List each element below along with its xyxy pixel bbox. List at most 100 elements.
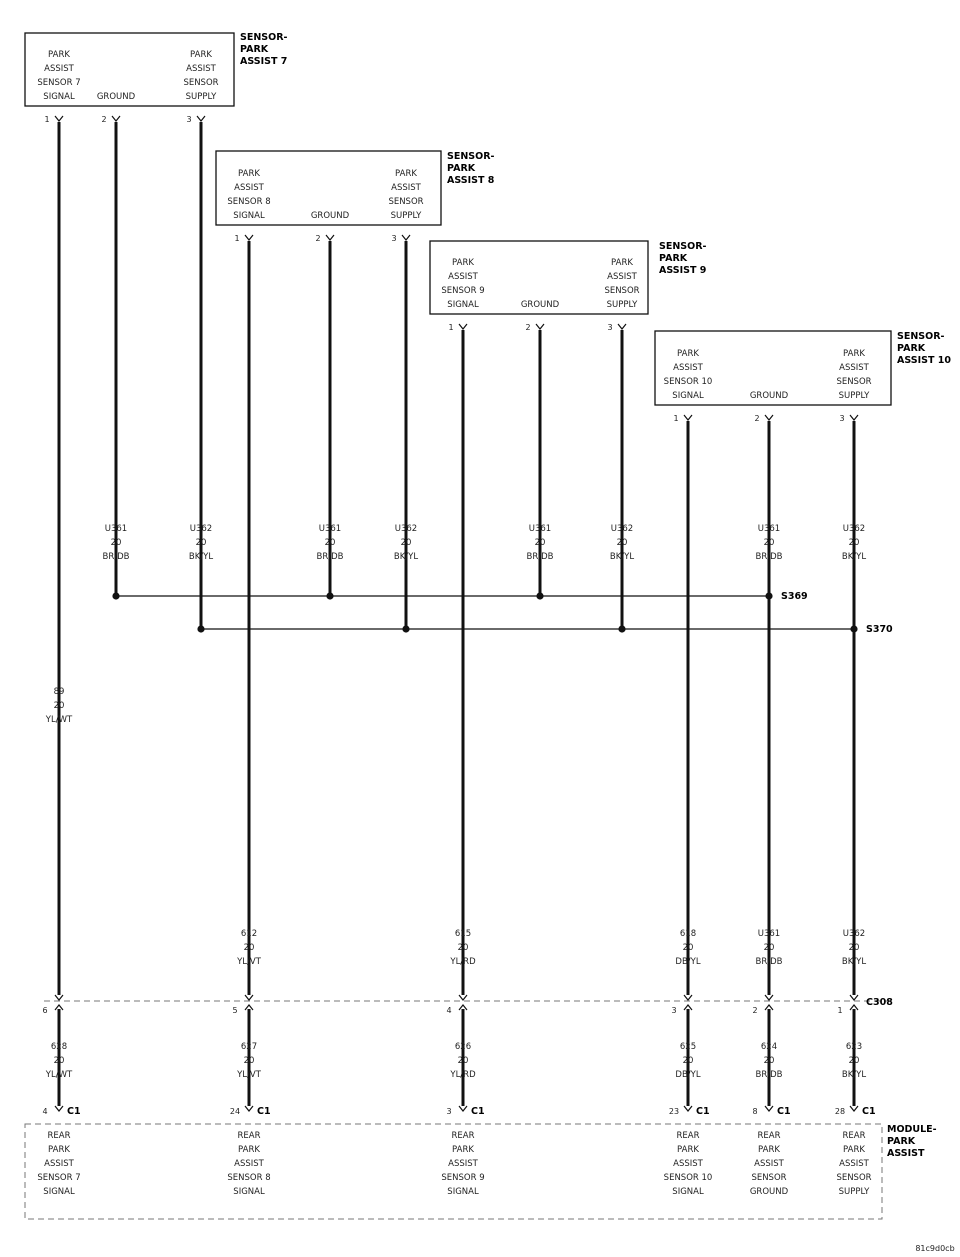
c308-terminal-lower — [244, 1004, 254, 1011]
sensor-10-pin-1-number: 1 — [673, 414, 678, 423]
sensor-7-pin-2-terminal — [111, 115, 121, 122]
module-pin-label: REAR — [758, 1131, 781, 1141]
module-wire-label: 624 — [761, 1042, 777, 1052]
sensor-10-pin-3-label: SUPPLY — [839, 391, 870, 401]
c308-terminal-lower — [683, 1004, 693, 1011]
sensor-park-assist-10-title: ASSIST 10 — [897, 355, 951, 366]
harness-wire-label: BR/DB — [756, 957, 783, 967]
upper-wire-label: BR/DB — [756, 552, 783, 562]
module-park-assist-box — [24, 1123, 883, 1220]
module-pin-label: SENSOR 10 — [664, 1173, 713, 1183]
upper-wire-label: 20 — [325, 538, 336, 548]
module-wire-label: 20 — [683, 1056, 694, 1066]
sensor-park-assist-7-title: PARK — [240, 44, 269, 55]
c308-terminal-upper — [683, 994, 693, 1001]
c1-label: C1 — [862, 1106, 876, 1117]
upper-wire-label: U362 — [843, 524, 865, 534]
upper-wire-label: BR/DB — [103, 552, 130, 562]
module-wire-label: 628 — [51, 1042, 67, 1052]
sensor-10-pin-1-label: SENSOR 10 — [664, 377, 713, 387]
sensor-park-assist-9-title: PARK — [659, 253, 688, 264]
harness-wire-label: 615 — [455, 929, 471, 939]
c308-pin-number: 1 — [837, 1006, 842, 1015]
c1-pin-number: 23 — [669, 1107, 679, 1116]
c308-terminal-lower — [764, 1004, 774, 1011]
module-pin-label: PARK — [238, 1145, 260, 1155]
sensor-9-pin-2-terminal — [535, 323, 545, 330]
c308-pin-number: 6 — [42, 1006, 47, 1015]
sensor-7-signal-wire-label: YL/WT — [45, 715, 73, 725]
sensor-8-pin-1-terminal — [244, 234, 254, 241]
harness-wire-label: YL/RD — [449, 957, 476, 967]
splice-s370-node — [402, 625, 410, 633]
c1-label: C1 — [777, 1106, 791, 1117]
c1-pin-number: 8 — [752, 1107, 757, 1116]
upper-wire-label: U362 — [190, 524, 212, 534]
sensor-8-pin-1-label: SIGNAL — [233, 211, 265, 221]
module-wire-label: YL/WT — [45, 1070, 73, 1080]
sensor-10-pin-1-terminal — [683, 414, 693, 421]
sensor-park-assist-8-title: ASSIST 8 — [447, 175, 495, 186]
sensor-10-pin-3-number: 3 — [839, 414, 844, 423]
module-pin-label: REAR — [452, 1131, 475, 1141]
sensor-park-assist-9-title: SENSOR- — [659, 241, 707, 252]
upper-wire-label: BK/YL — [610, 552, 634, 562]
upper-wire-label: 20 — [401, 538, 412, 548]
sensor-7-pin-1-label: SENSOR 7 — [37, 78, 80, 88]
module-wire-label: DB/YL — [675, 1070, 700, 1080]
c308-pin-number: 5 — [232, 1006, 237, 1015]
sensor-park-assist-8-title: PARK — [447, 163, 476, 174]
sensor-8-pin-3-label: SENSOR — [388, 197, 423, 207]
splice-s369-node — [326, 592, 334, 600]
module-pin-label: ASSIST — [44, 1159, 75, 1169]
sensor-10-pin-3-label: PARK — [843, 349, 865, 359]
harness-wire-label: 20 — [458, 943, 469, 953]
c308-terminal-upper — [244, 994, 254, 1001]
upper-wire-label: BR/DB — [527, 552, 554, 562]
c1-terminal — [849, 1105, 859, 1112]
c1-terminal — [764, 1105, 774, 1112]
sensor-7-pin-1-label: SIGNAL — [43, 92, 75, 102]
sensor-8-pin-3-terminal — [401, 234, 411, 241]
upper-wire-label: BK/YL — [189, 552, 213, 562]
c308-terminal-upper — [764, 994, 774, 1001]
sensor-7-signal-wire-label: 20 — [54, 701, 65, 711]
c1-terminal — [458, 1105, 468, 1112]
module-wire-label: BK/YL — [842, 1070, 866, 1080]
c308-pin-number: 3 — [671, 1006, 676, 1015]
module-pin-label: SIGNAL — [672, 1187, 704, 1197]
module-pin-label: ASSIST — [234, 1159, 265, 1169]
sensor-10-pin-3-label: ASSIST — [839, 363, 870, 373]
c308-terminal-lower — [849, 1004, 859, 1011]
module-wire-label: 625 — [680, 1042, 696, 1052]
c1-pin-number: 3 — [446, 1107, 451, 1116]
module-pin-label: SIGNAL — [43, 1187, 75, 1197]
upper-wire-label: U361 — [319, 524, 341, 534]
sensor-park-assist-10-title: SENSOR- — [897, 331, 945, 342]
sensor-10-pin-2-label: GROUND — [750, 391, 789, 401]
c1-terminal — [683, 1105, 693, 1112]
module-park-assist-title: PARK — [887, 1136, 916, 1147]
harness-wire-label: U361 — [758, 929, 780, 939]
module-pin-label: SENSOR 9 — [441, 1173, 484, 1183]
sensor-7-pin-2-number: 2 — [101, 115, 106, 124]
sensor-7-pin-1-label: PARK — [48, 50, 70, 60]
module-pin-label: ASSIST — [448, 1159, 479, 1169]
harness-wire-label: BK/YL — [842, 957, 866, 967]
upper-wire-label: 20 — [849, 538, 860, 548]
sensor-9-pin-1-label: SIGNAL — [447, 300, 479, 310]
module-park-assist-title: ASSIST — [887, 1148, 925, 1159]
harness-wire-label: U362 — [843, 929, 865, 939]
c308-terminal-upper — [458, 994, 468, 1001]
module-pin-label: SENSOR 7 — [37, 1173, 80, 1183]
module-pin-label: REAR — [48, 1131, 71, 1141]
c1-pin-number: 28 — [835, 1107, 845, 1116]
sensor-9-pin-3-label: ASSIST — [607, 272, 638, 282]
sensor-9-pin-2-number: 2 — [525, 323, 530, 332]
upper-wire-label: BK/YL — [394, 552, 418, 562]
c308-pin-number: 4 — [446, 1006, 451, 1015]
sensor-7-pin-3-label: SENSOR — [183, 78, 218, 88]
module-wire-label: 626 — [455, 1042, 471, 1052]
sensor-7-pin-3-label: PARK — [190, 50, 212, 60]
